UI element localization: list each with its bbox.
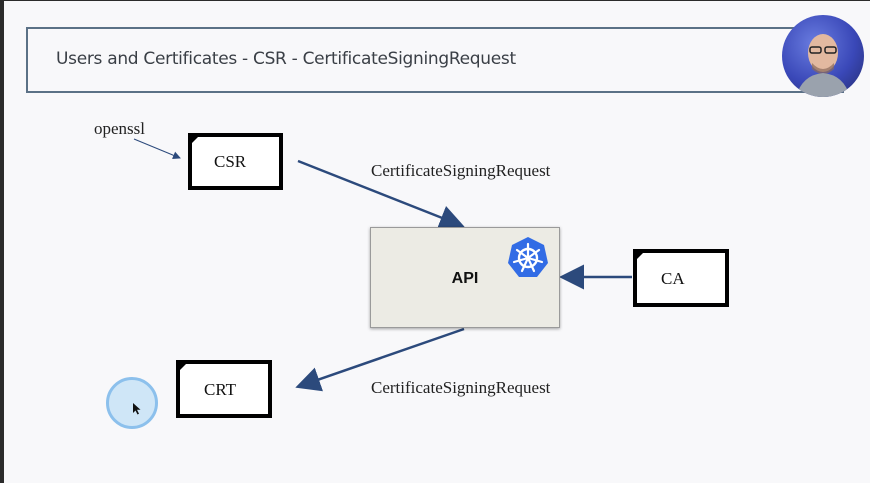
doc-corner-icon (176, 360, 190, 374)
mouse-cursor-icon (133, 403, 141, 415)
slide-canvas: Users and Certificates - CSR - Certifica… (4, 1, 870, 483)
ca-label: CA (661, 269, 685, 288)
slide-title: Users and Certificates - CSR - Certifica… (56, 49, 516, 69)
crt-document: CRT (176, 360, 272, 418)
cursor-highlight (106, 377, 158, 429)
edge-label-bottom: CertificateSigningRequest (371, 378, 551, 397)
csr-label: CSR (214, 152, 247, 171)
csr-to-api-arrow (297, 159, 465, 230)
kubernetes-icon (508, 237, 548, 277)
ca-document: CA (633, 249, 729, 307)
doc-corner-icon (188, 133, 202, 147)
api-label: API (451, 270, 479, 287)
api-to-crt-arrow (295, 327, 465, 392)
openssl-to-csr-arrow (133, 138, 181, 160)
csr-document: CSR (188, 133, 283, 190)
crt-label: CRT (204, 380, 237, 399)
presenter-avatar (782, 15, 864, 97)
api-server-box: API (370, 227, 560, 328)
doc-corner-icon (633, 249, 647, 263)
title-box: Users and Certificates - CSR - Certifica… (26, 27, 844, 93)
openssl-label: openssl (94, 119, 145, 138)
edge-label-top: CertificateSigningRequest (371, 161, 551, 180)
arrows-layer (133, 138, 632, 392)
